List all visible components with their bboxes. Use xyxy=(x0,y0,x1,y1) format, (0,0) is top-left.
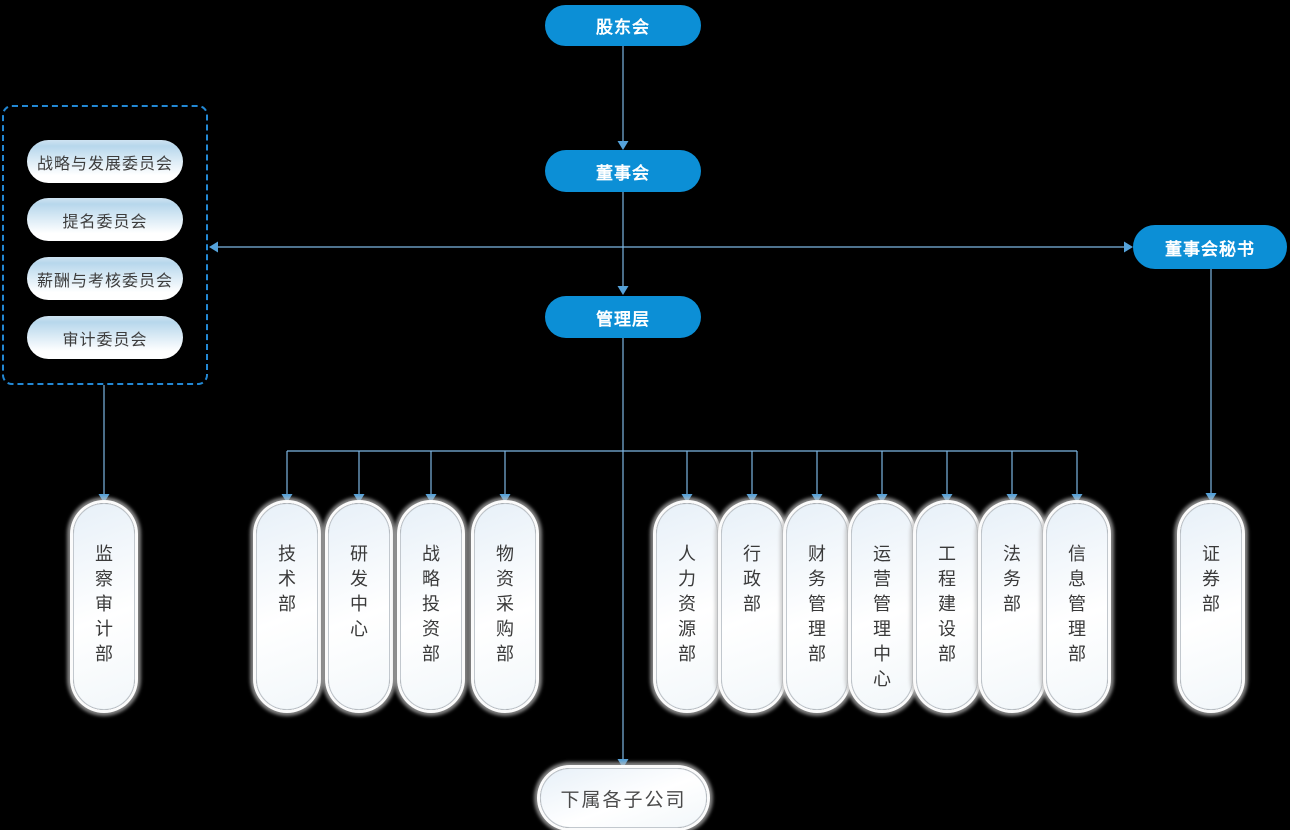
node-dept-strategic-investment: 战略投资部 xyxy=(400,503,462,710)
committee-group-box: 战略与发展委员会 提名委员会 薪酬与考核委员会 审计委员会 xyxy=(2,105,208,385)
node-label: 法务部 xyxy=(1003,544,1021,615)
arrow-down-icon xyxy=(425,494,437,503)
node-supervision-audit-dept: 监察审计部 xyxy=(73,503,135,710)
node-label: 证券部 xyxy=(1202,544,1220,615)
arrow-down-icon xyxy=(681,494,693,503)
node-subsidiaries: 下属各子公司 xyxy=(540,768,707,828)
node-remuneration-appraisal-committee: 薪酬与考核委员会 xyxy=(27,257,183,300)
node-label: 物资采购部 xyxy=(496,544,514,665)
node-strategy-development-committee: 战略与发展委员会 xyxy=(27,140,183,183)
node-securities-dept: 证券部 xyxy=(1180,503,1242,710)
node-management: 管理层 xyxy=(545,296,701,338)
arrow-right-icon xyxy=(1124,241,1133,253)
node-label: 人力资源部 xyxy=(678,544,696,665)
node-nomination-committee: 提名委员会 xyxy=(27,198,183,241)
arrow-down-icon xyxy=(281,494,293,503)
node-board-of-directors: 董事会 xyxy=(545,150,701,192)
node-label: 运营管理中心 xyxy=(873,544,891,690)
arrow-down-icon xyxy=(499,494,511,503)
node-dept-technology: 技术部 xyxy=(256,503,318,710)
arrow-down-icon xyxy=(876,494,888,503)
arrow-down-icon xyxy=(746,494,758,503)
arrow-down-icon xyxy=(353,494,365,503)
arrow-down-icon xyxy=(941,494,953,503)
node-dept-engineering-construction: 工程建设部 xyxy=(916,503,978,710)
node-label: 信息管理部 xyxy=(1068,544,1086,665)
arrow-down-icon xyxy=(1205,493,1217,502)
arrow-down-icon xyxy=(811,494,823,503)
arrow-down-icon xyxy=(98,494,110,503)
node-label: 行政部 xyxy=(743,544,761,615)
node-dept-human-resources: 人力资源部 xyxy=(656,503,718,710)
arrow-down-icon xyxy=(617,286,629,295)
arrow-down-icon xyxy=(617,141,629,150)
arrow-down-icon xyxy=(1006,494,1018,503)
node-label: 工程建设部 xyxy=(938,544,956,665)
node-label: 研发中心 xyxy=(350,544,368,640)
node-dept-legal: 法务部 xyxy=(981,503,1043,710)
node-dept-rnd-center: 研发中心 xyxy=(328,503,390,710)
node-label: 战略投资部 xyxy=(422,544,440,665)
node-label: 技术部 xyxy=(278,544,296,615)
node-dept-material-procurement: 物资采购部 xyxy=(474,503,536,710)
arrow-left-icon xyxy=(209,241,218,253)
node-dept-administration: 行政部 xyxy=(721,503,783,710)
node-label: 财务管理部 xyxy=(808,544,826,665)
node-audit-committee: 审计委员会 xyxy=(27,316,183,359)
node-shareholders-meeting: 股东会 xyxy=(545,5,701,46)
node-label: 监察审计部 xyxy=(95,544,113,665)
arrow-down-icon xyxy=(1071,494,1083,503)
arrow-down-icon xyxy=(617,759,629,768)
node-dept-finance-management: 财务管理部 xyxy=(786,503,848,710)
node-dept-information-management: 信息管理部 xyxy=(1046,503,1108,710)
node-board-secretary: 董事会秘书 xyxy=(1133,225,1287,269)
node-dept-operations-center: 运营管理中心 xyxy=(851,503,913,710)
